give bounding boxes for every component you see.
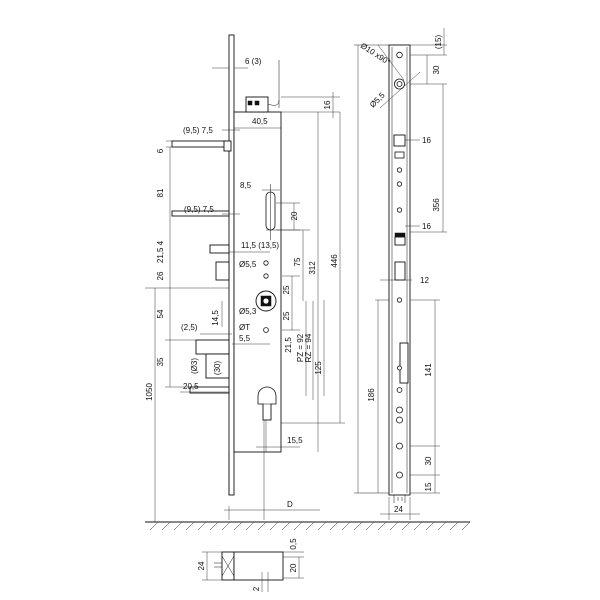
dim-1050: 1050 <box>145 383 154 401</box>
dim-14-5: 14,5 <box>211 310 220 326</box>
dim-20-5: 20,5 <box>183 382 199 391</box>
dim-30-bottom: 30 <box>424 456 433 465</box>
dim-0-5: 0,5 <box>289 538 298 550</box>
dim-phi55-right: Ø5,5 <box>368 90 387 109</box>
upper-bolt <box>171 140 230 148</box>
dim-16-middle: 16 <box>422 222 431 231</box>
lower-bolt-rod <box>399 342 409 384</box>
dim-rz94: RZ = 94 <box>304 333 313 362</box>
dim-141: 141 <box>424 363 433 377</box>
dim-40-5: 40,5 <box>252 117 268 126</box>
dim-35: 35 <box>156 357 165 366</box>
dim-24: 24 <box>394 505 403 514</box>
floor-line <box>145 521 471 531</box>
dim-15-top: (15) <box>434 35 443 50</box>
dim-11-5: 11,5 (13,5) <box>241 241 279 250</box>
dim-phi-t: ØT <box>239 323 250 332</box>
dim-pz92: PZ = 92 <box>296 333 305 362</box>
dim-12: 12 <box>420 276 429 285</box>
dim-2: 2 <box>252 586 261 591</box>
dim-25-a: 25 <box>282 285 291 294</box>
dim-21-5: 21,5 <box>284 337 293 353</box>
dim-phi5-3: Ø5,3 <box>239 307 257 316</box>
dim-20-slot: 20 <box>290 211 299 220</box>
latch-bolt <box>209 244 230 254</box>
dim-312: 312 <box>308 261 317 275</box>
dim-15-5: 15,5 <box>287 436 303 445</box>
dim-2-5: (2,5) <box>181 323 198 332</box>
dim-30-top: 30 <box>432 65 441 74</box>
dim-8-5: 8,5 <box>240 181 252 190</box>
dim-16-top: 16 <box>323 100 332 109</box>
dim-446: 446 <box>330 254 339 268</box>
dim-9-5-7-5-a: (9,5) 7,5 <box>183 126 213 135</box>
dim-356: 356 <box>432 198 441 212</box>
faceplate-front-view <box>388 44 411 503</box>
dim-6: 6 <box>156 148 165 153</box>
dim-20-bottom: 20 <box>289 563 298 572</box>
faceplate-side <box>228 34 235 496</box>
dim-54: 54 <box>156 309 165 318</box>
dim-75: 75 <box>293 257 302 266</box>
dim-21-5-4: 21,5 4 <box>156 240 165 263</box>
dim-phi3-paren: (Ø3) <box>190 358 199 374</box>
dim-15-bottom: 15 <box>424 482 433 491</box>
dim-24-bottom: 24 <box>197 561 206 570</box>
dim-81: 81 <box>156 188 165 197</box>
deadbolt-opening <box>394 261 406 281</box>
bottom-section-detail: 24 20 0,5 2 <box>197 538 304 592</box>
dim-6-3: 6 (3) <box>245 57 262 66</box>
dim-9-5-7-5-b: (9,5) 7,5 <box>184 205 214 214</box>
dim-26: 26 <box>156 271 165 280</box>
dim-phi55-mid: Ø5,5 <box>239 260 257 269</box>
dim-d: D <box>287 500 293 509</box>
dim-25-b: 25 <box>282 311 291 320</box>
dim-125: 125 <box>314 361 323 375</box>
dim-5-5: 5,5 <box>239 334 251 343</box>
upper-bolt-opening <box>393 134 406 147</box>
section-case <box>233 551 284 581</box>
latch-opening <box>394 232 406 238</box>
dim-186: 186 <box>367 388 376 402</box>
dim-16-upper: 16 <box>422 136 431 145</box>
screw-hole <box>396 51 403 59</box>
dim-30-paren: (30) <box>213 361 222 376</box>
deadbolt <box>195 339 230 355</box>
lock-side-view: 6 (3) 16 40,5 (9,5) 7,5 6 81 8,5 (9,5) 7… <box>145 34 345 522</box>
